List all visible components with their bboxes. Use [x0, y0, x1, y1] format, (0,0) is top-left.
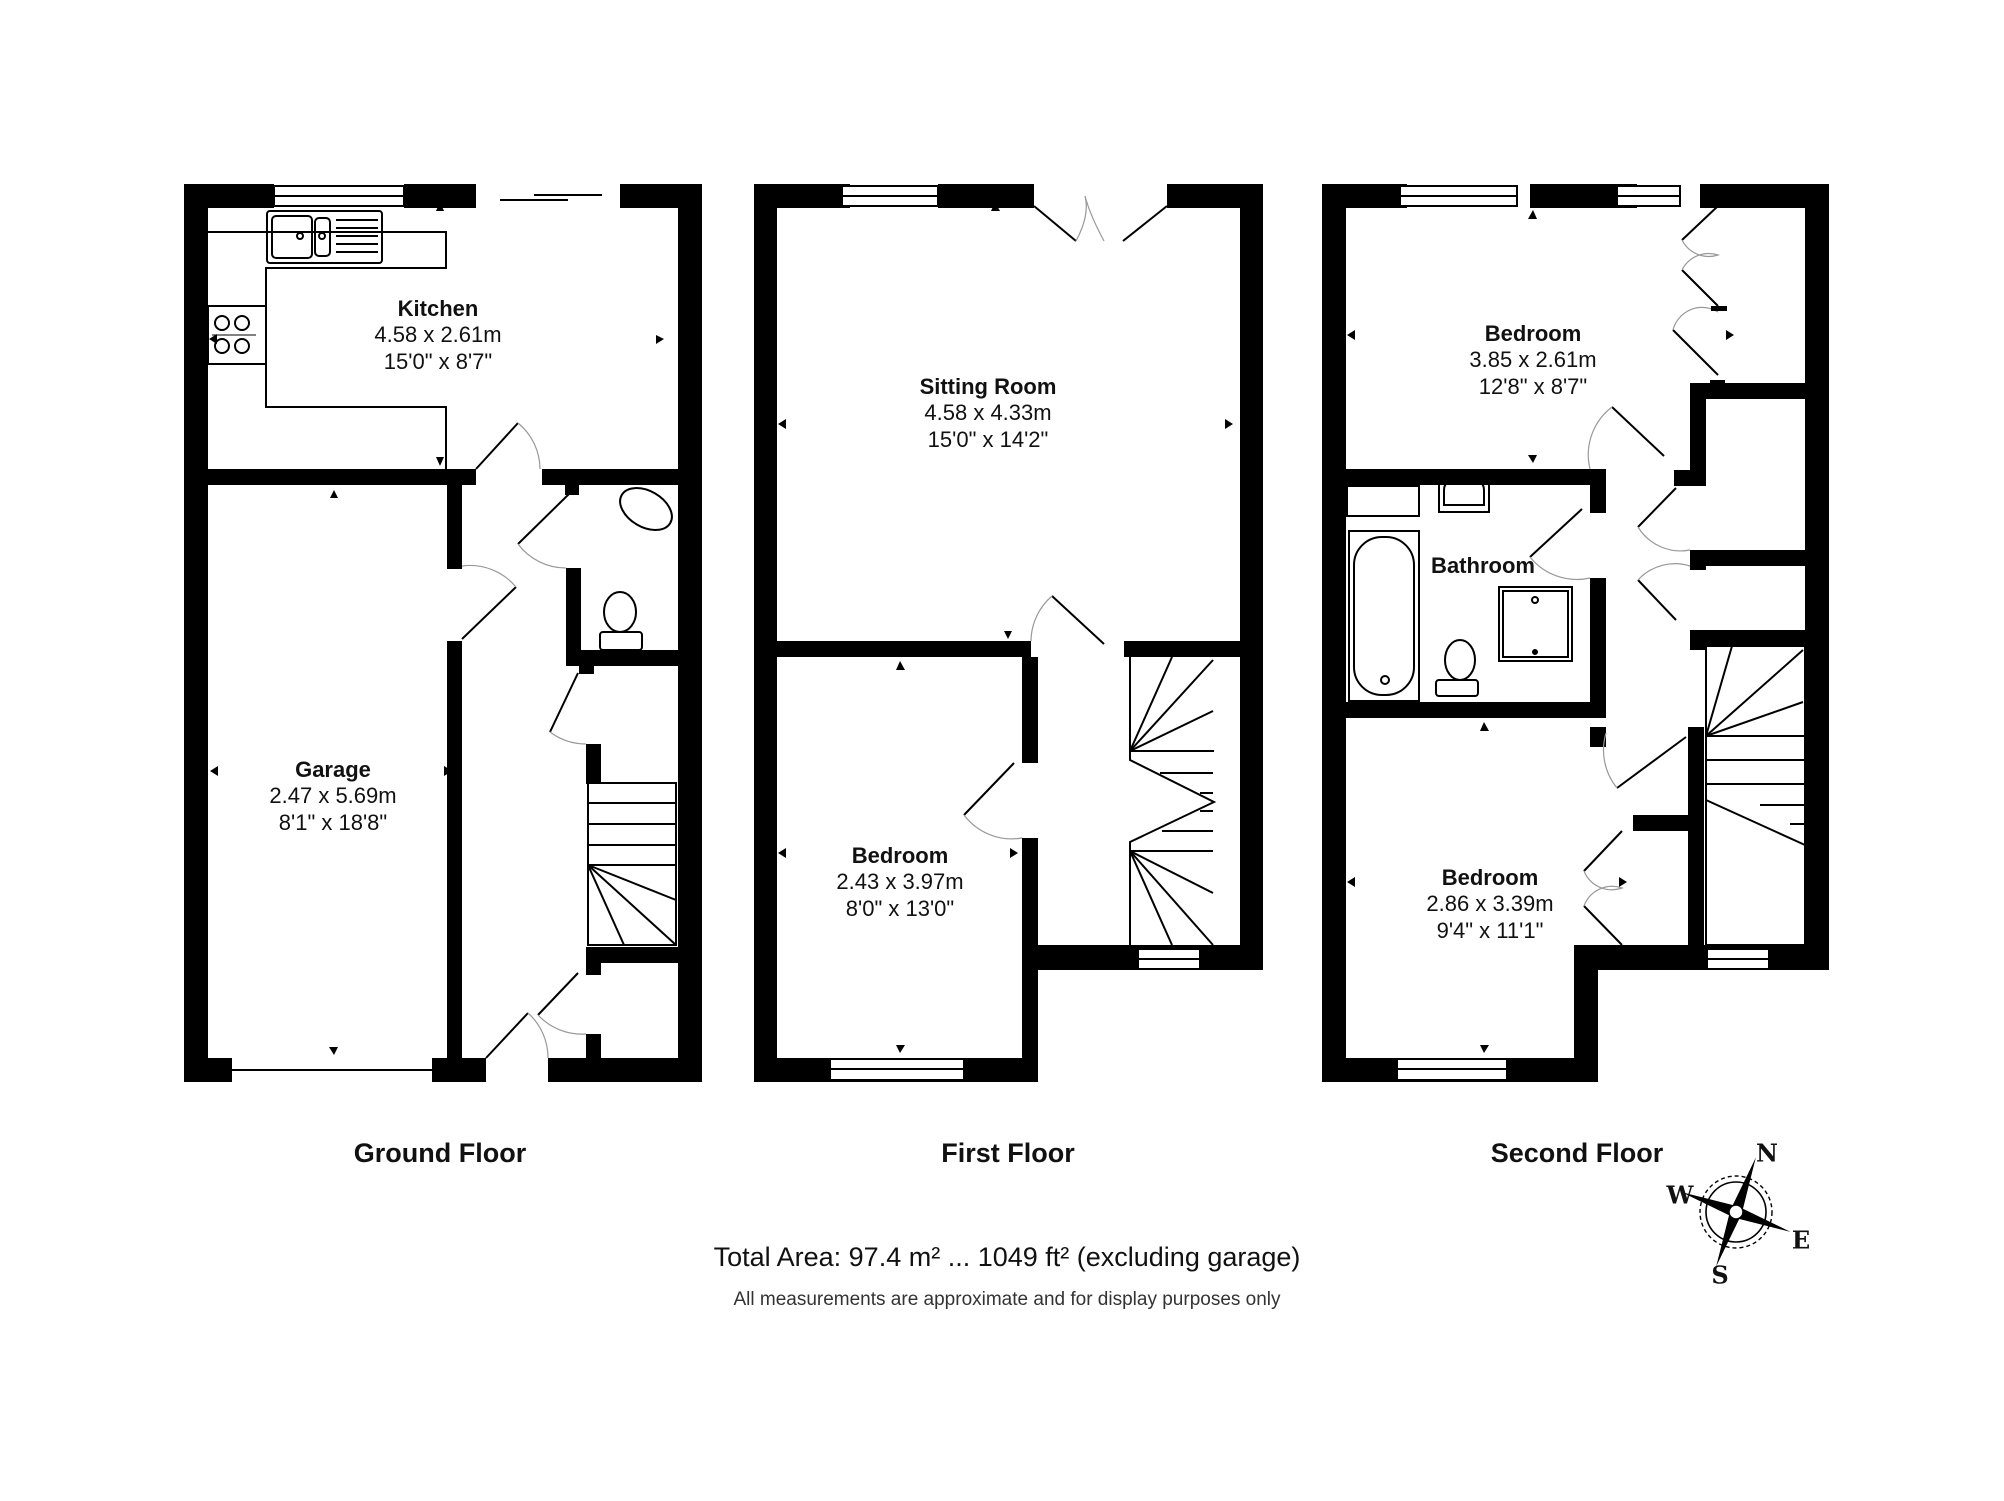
ground-floor-fixtures — [207, 185, 677, 1071]
room-label-bathroom: Bathroom — [1431, 553, 1535, 579]
room-dimension-imperial: 15'0" x 8'7" — [383, 348, 493, 374]
compass-rose-icon — [1681, 1157, 1791, 1267]
room-name: Bathroom — [1431, 553, 1535, 578]
second-floor-plan — [1322, 184, 1829, 1082]
compass-west-label: W — [1666, 1180, 1694, 1210]
room-name: Garage — [295, 757, 371, 782]
first-floor-dimension-arrows — [778, 202, 1233, 1053]
ground-floor-dimension-arrows — [209, 202, 664, 1055]
room-label-second-floor-bedroom-1: Bedroom 3.85 x 2.61m 12'8" x 8'7" — [1469, 321, 1596, 400]
total-area: Total Area: 97.4 m² ... 1049 ft² (exclud… — [713, 1242, 1301, 1272]
room-dimension-metric: 3.85 x 2.61m — [1469, 347, 1597, 373]
room-label-kitchen: Kitchen 4.58 x 2.61m 15'0" x 8'7" — [374, 296, 501, 375]
first-floor-fixtures — [829, 185, 1217, 1081]
floor-title-second: Second Floor — [1490, 1138, 1664, 1168]
room-name: Kitchen — [397, 296, 479, 321]
room-dimension-imperial: 9'4" x 11'1" — [1436, 917, 1544, 943]
room-dimension-metric: 2.86 x 3.39m — [1426, 891, 1554, 917]
floor-title-ground: Ground Floor — [353, 1138, 527, 1168]
room-dimension-imperial: 12'8" x 8'7" — [1478, 373, 1588, 399]
room-label-sitting-room: Sitting Room 4.58 x 4.33m 15'0" x 14'2" — [920, 374, 1057, 453]
room-label-garage: Garage 2.47 x 5.69m 8'1" x 18'8" — [269, 757, 396, 836]
room-name: Bedroom — [1484, 321, 1582, 346]
room-label-second-floor-bedroom-2: Bedroom 2.86 x 3.39m 9'4" x 11'1" — [1426, 865, 1553, 944]
room-dimension-metric: 2.43 x 3.97m — [836, 869, 964, 895]
room-dimension-metric: 4.58 x 4.33m — [924, 400, 1052, 426]
compass-north-label: N — [1756, 1138, 1778, 1168]
room-dimension-imperial: 15'0" x 14'2" — [927, 426, 1049, 452]
compass-east-label: E — [1791, 1225, 1811, 1255]
room-name: Bedroom — [1441, 865, 1539, 890]
compass-south-label: S — [1711, 1260, 1729, 1290]
room-dimension-metric: 2.47 x 5.69m — [269, 783, 397, 809]
room-dimension-imperial: 8'1" x 18'8" — [278, 809, 388, 835]
floor-title-first: First Floor — [941, 1138, 1075, 1168]
second-floor-fixtures — [1346, 185, 1806, 1081]
room-dimension-imperial: 8'0" x 13'0" — [845, 895, 955, 921]
first-floor-plan — [754, 184, 1263, 1082]
room-name: Sitting Room — [919, 374, 1057, 399]
second-floor-dimension-arrows — [1347, 210, 1734, 1053]
room-dimension-metric: 4.58 x 2.61m — [374, 322, 502, 348]
ground-floor-plan — [184, 184, 702, 1082]
disclaimer: All measurements are approximate and for… — [733, 1289, 1281, 1310]
room-name: Bedroom — [851, 843, 949, 868]
room-label-first-floor-bedroom: Bedroom 2.43 x 3.97m 8'0" x 13'0" — [836, 843, 963, 922]
